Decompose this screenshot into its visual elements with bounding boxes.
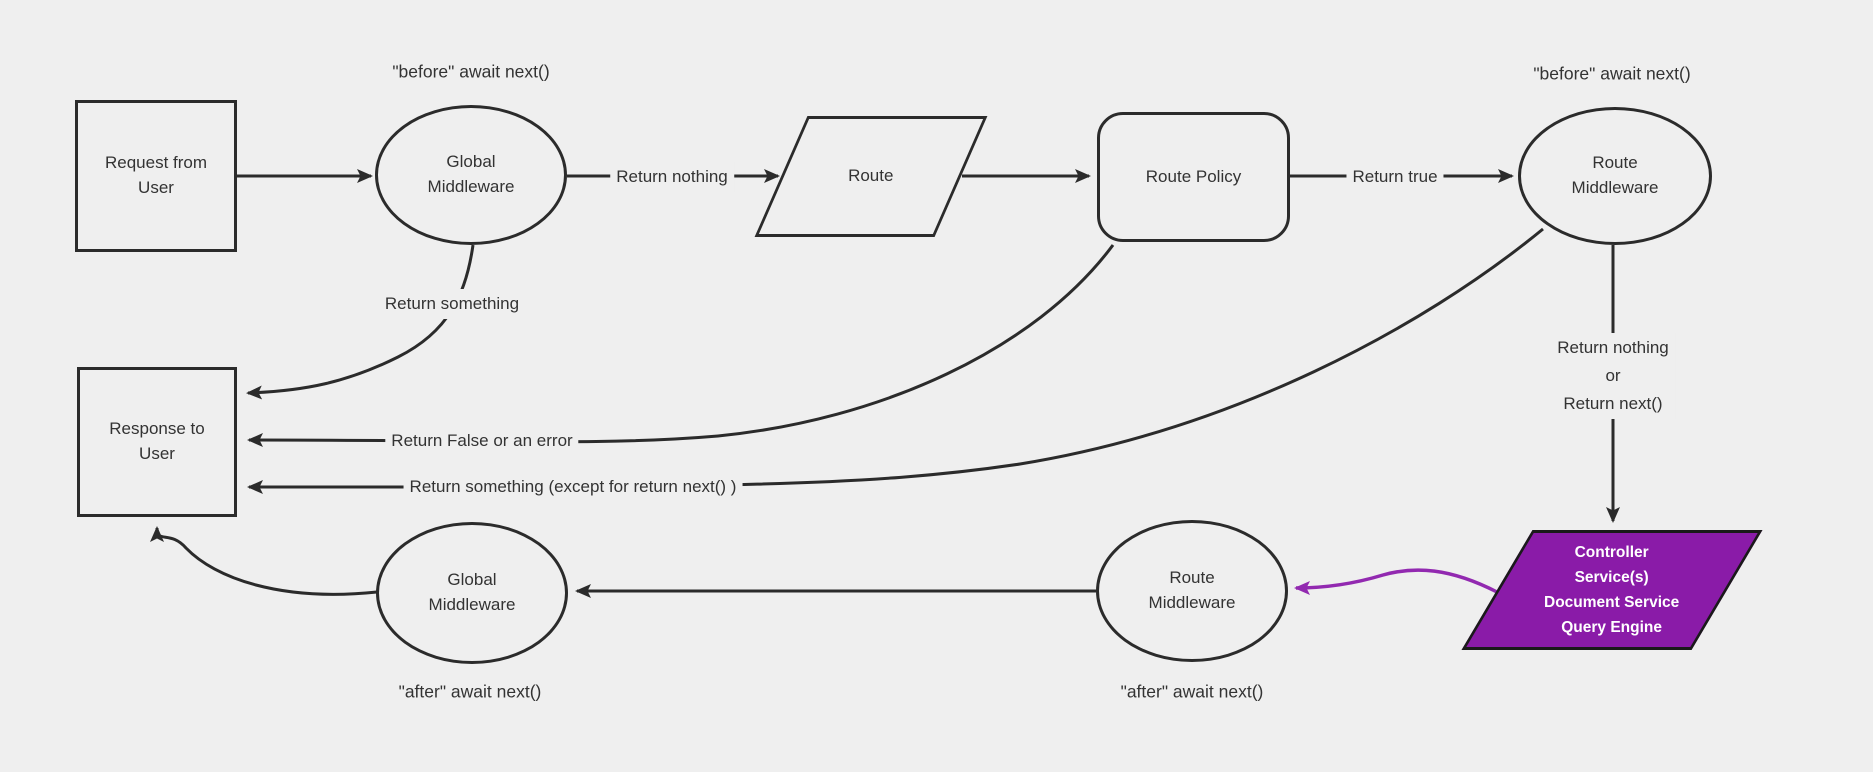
node-label: Route Middleware xyxy=(1148,568,1236,612)
node-request-from-user: Request from User xyxy=(75,100,237,252)
node-global-middleware-top: Global Middleware xyxy=(375,105,567,245)
node-route-policy: Route Policy xyxy=(1097,112,1290,242)
annotation-after-await-next-left: "after" await next() xyxy=(398,681,542,702)
edge-label-return-false-or-error: Return False or an error xyxy=(385,426,579,456)
controller-line-1: Controller xyxy=(1574,544,1650,561)
node-label: Route Middleware xyxy=(1571,153,1659,197)
edge-global-middleware-to-response xyxy=(246,244,475,400)
controller-line-3: Document Service xyxy=(1544,594,1680,611)
node-label: Route Policy xyxy=(1145,166,1242,186)
node-response-to-user: Response to User xyxy=(77,367,237,517)
edge-label-line-3: Return next() xyxy=(1563,394,1663,413)
node-route-middleware-top: Route Middleware xyxy=(1518,107,1712,245)
node-label: Response to User xyxy=(109,419,205,463)
edge-label-line-2: or xyxy=(1605,366,1621,385)
node-label: Global Middleware xyxy=(428,570,516,614)
edge-controller-to-route-middleware-bottom xyxy=(1294,568,1498,595)
edge-label-return-something: Return something xyxy=(378,289,526,319)
controller-line-4: Query Engine xyxy=(1561,619,1663,636)
edge-label-return-nothing: Return nothing xyxy=(610,162,734,192)
edge-label-return-nothing-or-next: Return nothing or Return next() xyxy=(1551,333,1675,419)
node-label: Request from User xyxy=(104,153,208,197)
annotation-after-await-next-right: "after" await next() xyxy=(1120,681,1264,702)
annotation-before-await-next-right: "before" await next() xyxy=(1533,63,1691,84)
edge-label-return-true: Return true xyxy=(1346,162,1444,192)
node-label: Route xyxy=(848,166,894,186)
edge-route-policy-to-response xyxy=(247,244,1115,448)
edge-global-middleware-bottom-to-response xyxy=(150,526,378,596)
edge-label-line-1: Return nothing xyxy=(1557,338,1669,357)
node-global-middleware-bottom: Global Middleware xyxy=(376,522,568,664)
annotation-before-await-next-left: "before" await next() xyxy=(392,61,550,82)
node-label: Controller Service(s) Document Service Q… xyxy=(1544,540,1679,640)
controller-line-2: Service(s) xyxy=(1574,569,1650,586)
node-label: Global Middleware xyxy=(427,152,515,196)
node-route-middleware-bottom: Route Middleware xyxy=(1096,520,1288,662)
edge-label-return-something-except: Return something (except for return next… xyxy=(403,472,743,502)
